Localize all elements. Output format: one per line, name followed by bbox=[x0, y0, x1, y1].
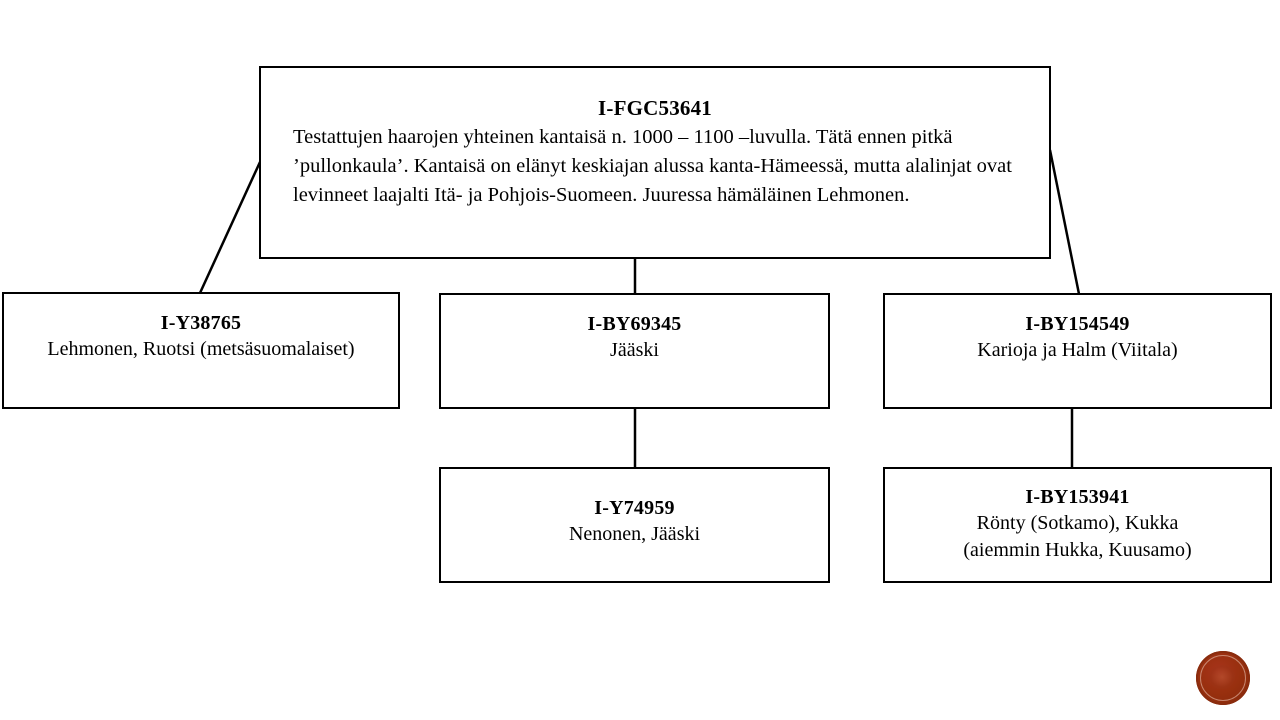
node-description: Jääski bbox=[610, 339, 659, 361]
node-i-by69345[interactable]: I-BY69345 Jääski bbox=[439, 293, 830, 409]
node-title: I-Y38765 bbox=[160, 312, 242, 334]
node-title: I-BY153941 bbox=[1025, 486, 1130, 508]
node-i-y38765[interactable]: I-Y38765 Lehmonen, Ruotsi (metsäsuomalai… bbox=[2, 292, 400, 409]
node-description: Nenonen, Jääski bbox=[568, 523, 701, 545]
node-description: Karioja ja Halm (Viitala) bbox=[977, 339, 1178, 361]
connector-root-to-y38765 bbox=[198, 161, 262, 294]
node-description-line-1: Rönty (Sotkamo), Kukka bbox=[976, 512, 1179, 534]
node-title: I-BY154549 bbox=[1025, 313, 1130, 335]
node-title: I-BY69345 bbox=[587, 313, 682, 335]
node-i-by153941[interactable]: I-BY153941 Rönty (Sotkamo), Kukka (aiemm… bbox=[883, 467, 1272, 583]
node-description-line-2: (aiemmin Hukka, Kuusamo) bbox=[963, 539, 1192, 561]
node-title: I-Y74959 bbox=[594, 497, 675, 519]
circular-seal-logo-icon bbox=[1196, 651, 1250, 705]
node-i-fgc53641[interactable]: I-FGC53641 Testattujen haarojen yhteinen… bbox=[259, 66, 1051, 259]
connector-root-to-by154549 bbox=[1048, 149, 1081, 295]
node-description: Lehmonen, Ruotsi (metsäsuomalaiset) bbox=[47, 338, 355, 360]
node-i-by154549[interactable]: I-BY154549 Karioja ja Halm (Viitala) bbox=[883, 293, 1272, 409]
node-description: Testattujen haarojen yhteinen kantaisä n… bbox=[293, 126, 1012, 206]
node-i-y74959[interactable]: I-Y74959 Nenonen, Jääski bbox=[439, 467, 830, 583]
node-title: I-FGC53641 bbox=[598, 96, 712, 120]
